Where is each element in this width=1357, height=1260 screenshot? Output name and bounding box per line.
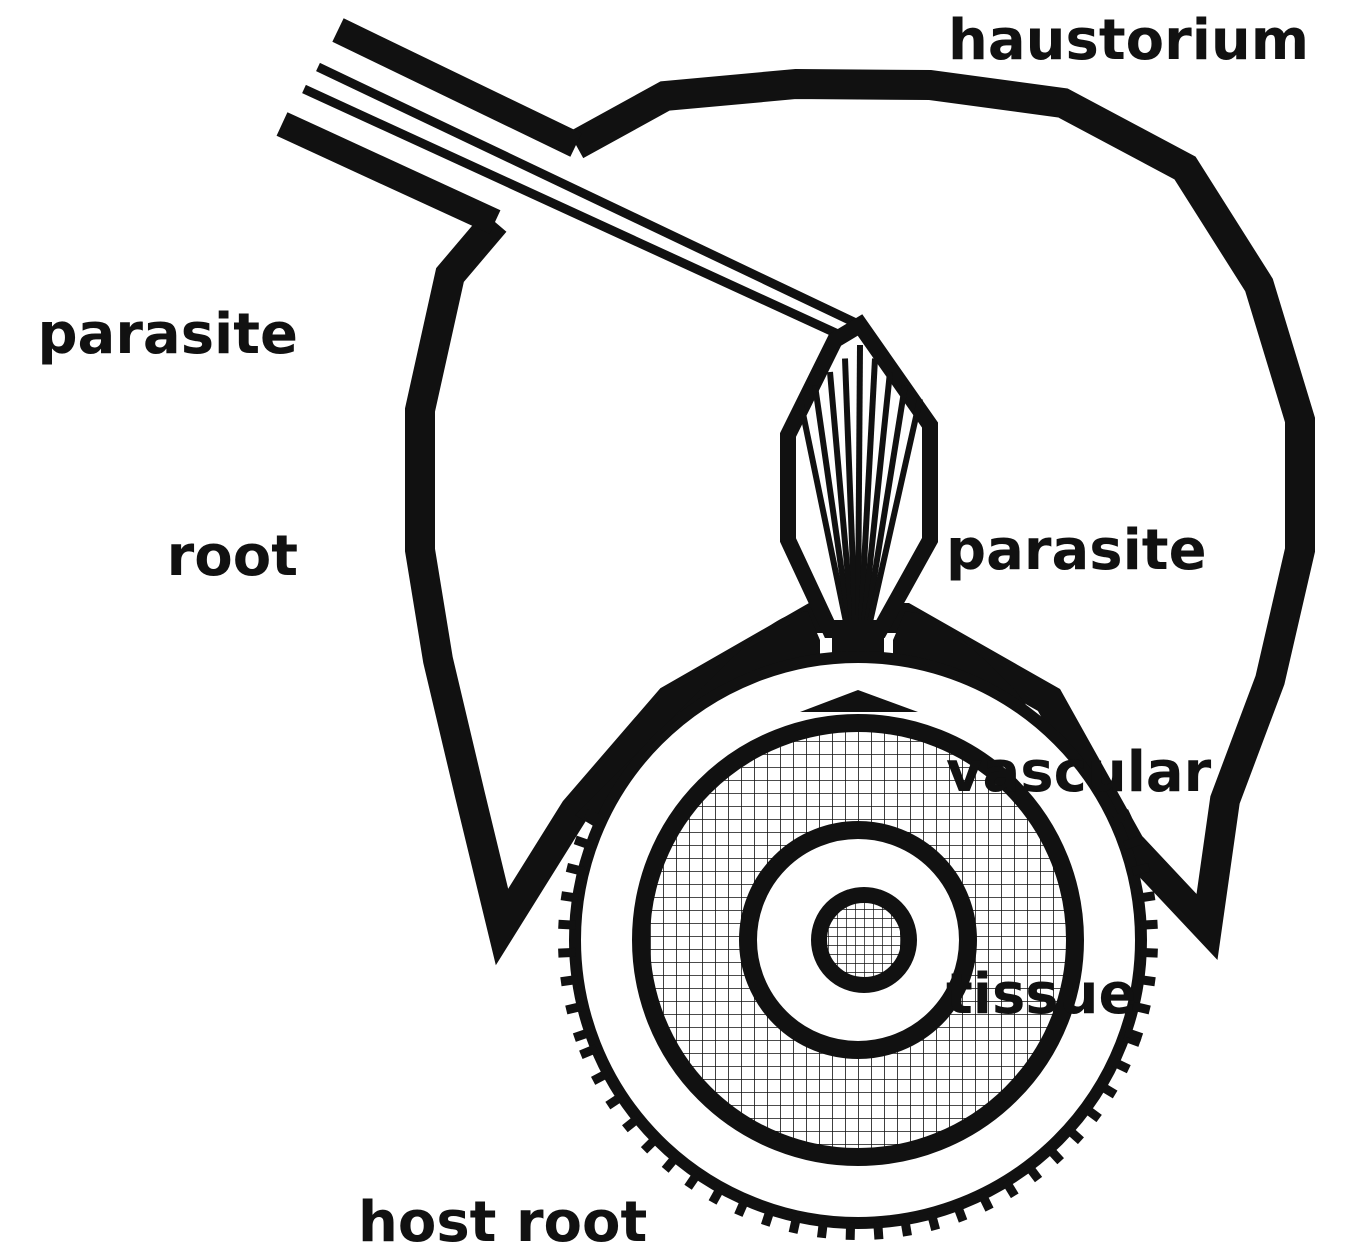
epidermis-tick	[738, 1200, 745, 1216]
epidermis-tick	[765, 1209, 770, 1225]
epidermis-tick	[957, 1205, 963, 1221]
parasite-root-upper-wall	[338, 30, 576, 145]
epidermis-tick	[581, 1048, 597, 1055]
parasite-root-strand-2	[304, 89, 840, 335]
epidermis-tick	[574, 1032, 590, 1038]
epidermis-tick	[575, 840, 591, 846]
epidermis-tick	[821, 1221, 823, 1238]
epidermis-tick	[625, 1118, 638, 1129]
parasite-root-label: parasite root	[8, 150, 298, 668]
epidermis-tick	[1028, 1166, 1038, 1180]
epidermis-tick	[1085, 1108, 1099, 1118]
haustorium-label: haustorium	[948, 4, 1309, 78]
vascular-strand	[858, 345, 860, 622]
epidermis-tick	[558, 952, 575, 953]
host-root-core	[819, 895, 909, 985]
epidermis-tick	[1068, 1129, 1081, 1140]
epidermis-tick	[905, 1219, 908, 1236]
parasite-vascular-tissue-label: parasite vascular tissue	[946, 366, 1211, 1106]
epidermis-tick	[566, 1006, 583, 1010]
epidermis-tick	[878, 1222, 879, 1239]
epidermis-tick	[665, 1157, 676, 1170]
epidermis-tick	[793, 1216, 797, 1233]
epidermis-tick	[567, 867, 583, 871]
parasite-root-label-line1: parasite	[8, 298, 298, 372]
vascular-label-line1: parasite	[946, 514, 1211, 588]
epidermis-tick	[644, 1138, 656, 1150]
vascular-label-line2: vascular	[946, 736, 1211, 810]
epidermis-tick	[561, 979, 578, 981]
epidermis-tick	[608, 1096, 622, 1105]
parasite-root-label-line2: root	[8, 520, 298, 594]
epidermis-tick	[561, 896, 578, 899]
vascular-label-line3: tissue	[946, 958, 1211, 1032]
epidermis-tick	[688, 1173, 698, 1187]
epidermis-tick	[1049, 1149, 1060, 1162]
epidermis-tick	[931, 1213, 935, 1229]
parasite-root-strand-1	[318, 67, 860, 325]
epidermis-tick	[558, 924, 575, 925]
